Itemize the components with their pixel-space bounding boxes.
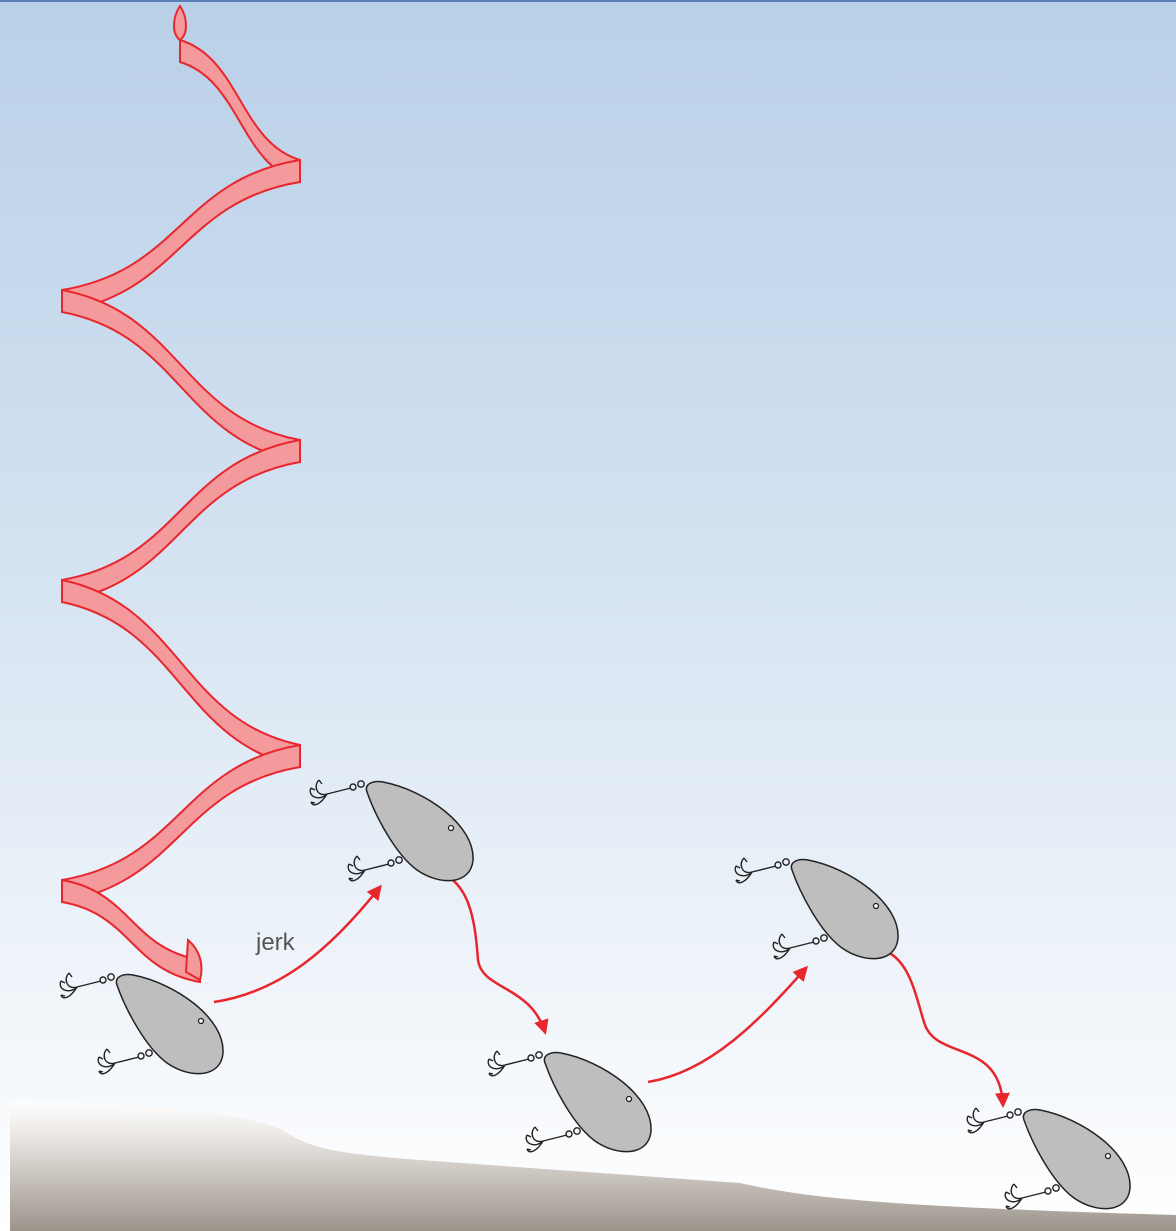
jerk-label: jerk xyxy=(255,929,296,956)
